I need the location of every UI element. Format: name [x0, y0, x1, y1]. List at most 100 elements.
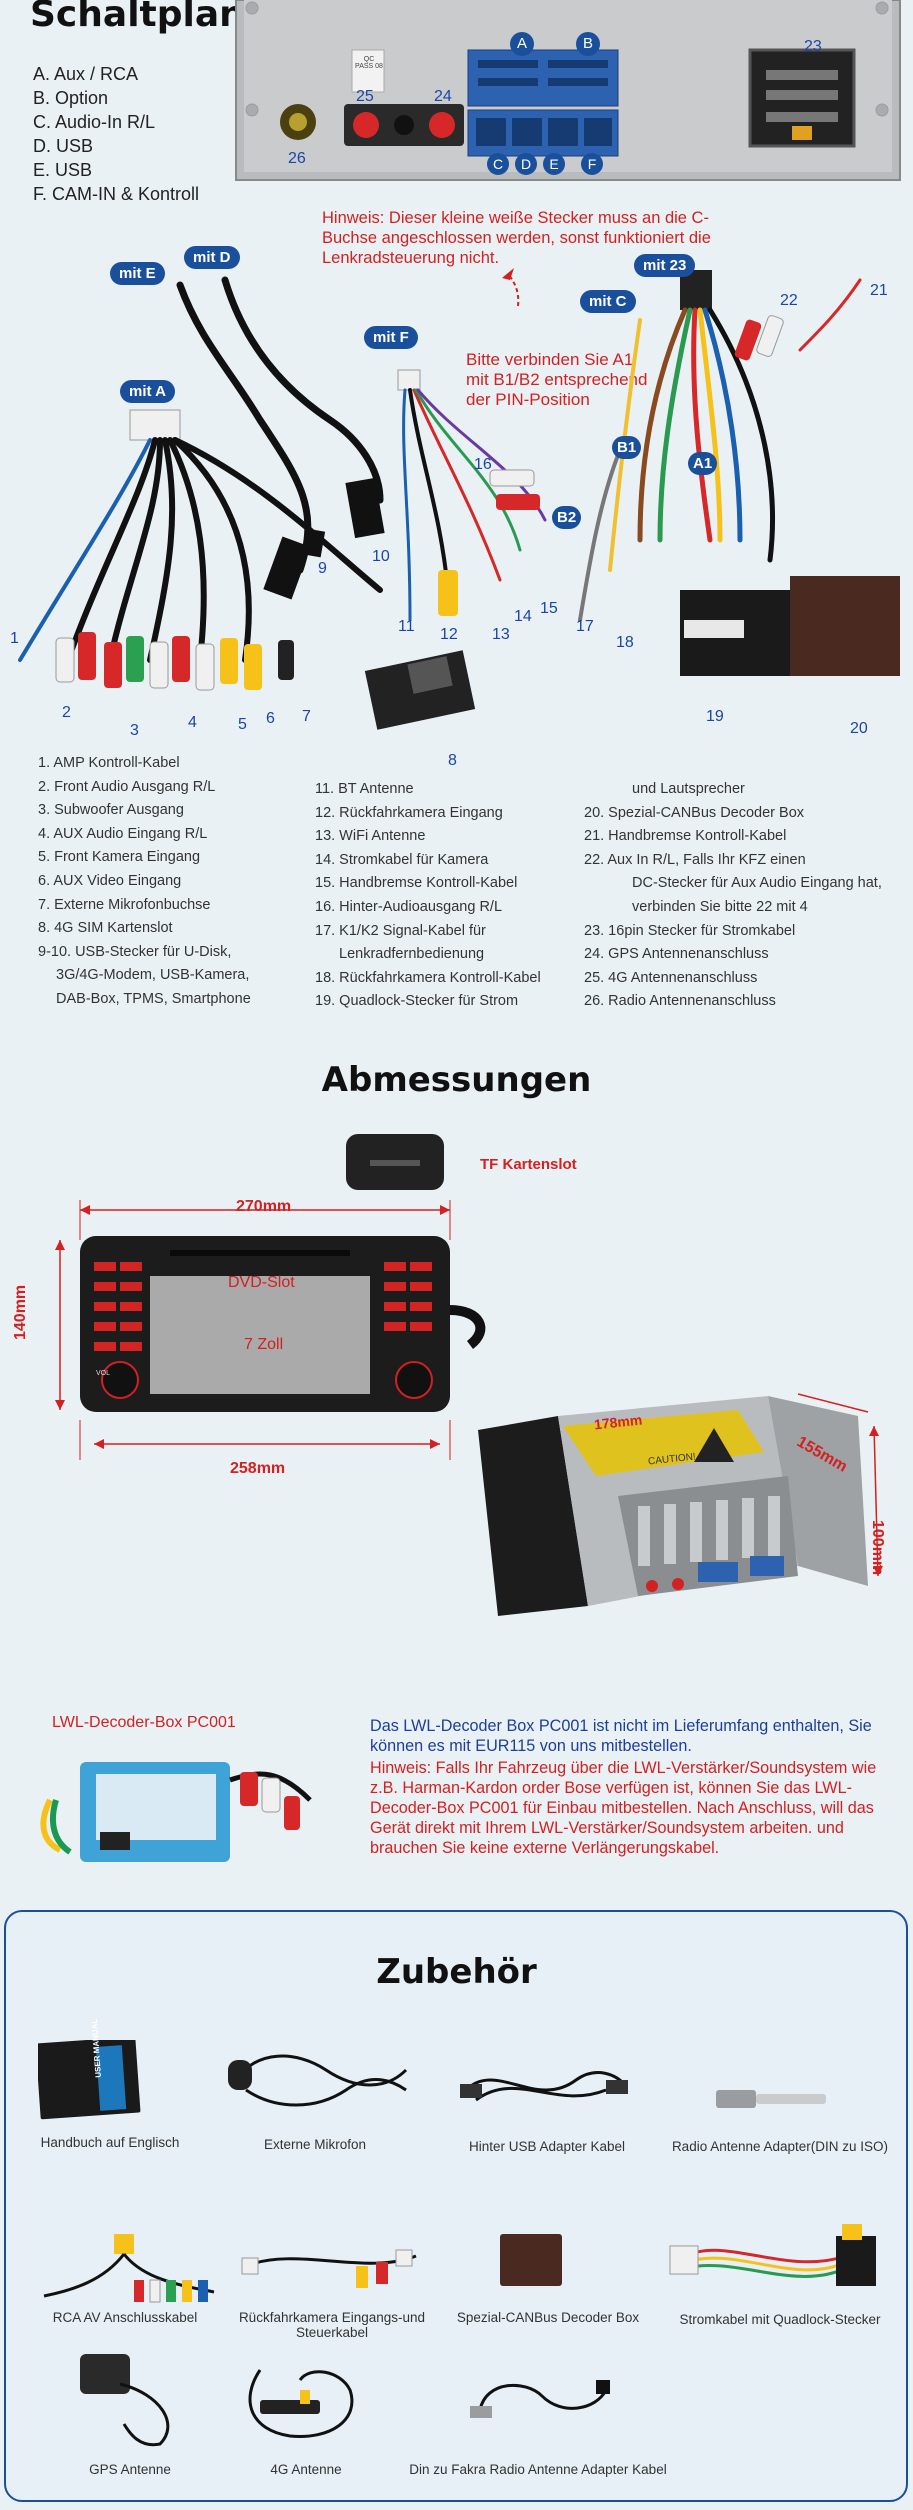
legend-column-3: und Lautsprecher 20. Spezial-CANBus Deco… — [584, 778, 882, 1014]
screen-size-label: 7 Zoll — [244, 1336, 284, 1353]
pin-a1: A1 — [688, 452, 718, 475]
panel-badge-d: D — [515, 153, 537, 175]
zubehoer-panel — [4, 1910, 908, 2502]
cable-number-19: 19 — [706, 708, 724, 725]
accessory-4g-label: 4G Antenne — [270, 2462, 342, 2477]
legend-item: 3G/4G-Modem, USB-Kamera, — [56, 967, 250, 984]
decoder-info: Das LWL-Decoder Box PC001 ist nicht im L… — [370, 1717, 872, 1755]
legend-item: 18. Rückfahrkamera Kontroll-Kabel — [315, 969, 541, 986]
cable-number-9: 9 — [318, 560, 327, 577]
legend-item: 12. Rückfahrkamera Eingang — [315, 804, 503, 821]
accessory-usb-adapter-label: Hinter USB Adapter Kabel — [468, 2139, 626, 2154]
connector-b: B. Option — [33, 88, 109, 108]
zubehoer-title: Zubehör — [376, 1952, 537, 1992]
legend-item: 5. Front Kamera Eingang — [38, 849, 201, 866]
gps-antenna-image — [80, 2354, 170, 2447]
cable-number-18: 18 — [616, 634, 634, 651]
legend-item: 26. Radio Antennenanschluss — [584, 993, 776, 1010]
tf-card-slot-image — [346, 1134, 444, 1190]
cable-number-1: 1 — [10, 630, 19, 647]
connector-e: E. USB — [33, 160, 93, 180]
panel-badge-a: A — [510, 32, 534, 56]
microphone-image — [228, 2054, 408, 2107]
legend-column-2: 11. BT Antenne 12. Rückfahrkamera Eingan… — [315, 778, 541, 1014]
cable-number-12: 12 — [440, 626, 458, 643]
side-dimension-image — [478, 1393, 883, 1616]
cable-number-10: 10 — [372, 548, 390, 565]
legend-item: 8. 4G SIM Kartenslot — [38, 920, 173, 937]
legend-item: 13. WiFi Antenne — [315, 828, 426, 845]
legend-item: Lenkradfernbedienung — [339, 946, 485, 963]
panel-label-24: 24 — [434, 88, 452, 105]
tf-card-slot-label: TF Kartenslot — [480, 1156, 577, 1173]
connector-d: D. USB — [33, 136, 94, 156]
legend-item: verbinden Sie bitte 22 mit 4 — [632, 898, 808, 915]
cable-number-4: 4 — [188, 714, 197, 731]
legend-item: 11. BT Antenne — [315, 781, 414, 797]
connector-a: A. Aux / RCA — [33, 64, 139, 84]
qc-pass-label: QC PASS 08 — [355, 56, 383, 70]
legend-item: 23. 16pin Stecker für Stromkabel — [584, 922, 796, 939]
legend-item: 9-10. USB-Stecker für U-Disk, — [38, 943, 232, 960]
bubble-mit-23: mit 23 — [634, 254, 696, 277]
4g-antenna-image — [248, 2369, 354, 2439]
rca-av-cable-image — [43, 2234, 215, 2303]
panel-badge-c: C — [487, 153, 509, 175]
accessory-din-fakra-label: Din zu Fakra Radio Antenne Adapter Kabel — [409, 2462, 667, 2477]
manual-image — [38, 2040, 141, 2120]
vol-label: VOL — [96, 1370, 111, 1377]
rear-camera-cable-image — [241, 2249, 417, 2288]
legend-item: 14. Stromkabel für Kamera — [315, 851, 489, 868]
legend-item: 20. Spezial-CANBus Decoder Box — [584, 804, 805, 821]
legend-item: 17. K1/K2 Signal-Kabel für — [315, 922, 486, 939]
connector-list: A. Aux / RCA B. Option C. Audio-In R/L D… — [33, 62, 199, 206]
legend-item: 19. Quadlock-Stecker für Strom — [315, 993, 519, 1010]
legend-item: 21. Handbremse Kontroll-Kabel — [584, 828, 787, 845]
cable-number-11: 11 — [398, 618, 415, 635]
legend-item: 16. Hinter-Audioausgang R/L — [315, 898, 503, 915]
cable-number-7: 7 — [302, 708, 311, 725]
decoder-box-label: LWL-Decoder-Box PC001 — [52, 1714, 236, 1731]
cable-number-15: 15 — [540, 600, 558, 617]
din-fakra-adapter-image — [470, 2380, 610, 2418]
accessory-rear-camera-label: Rückfahrkamera Eingangs-und Steuerkabel — [238, 2310, 426, 2340]
connector-c: C. Audio-In R/L — [33, 112, 156, 132]
legend-item: 22. Aux In R/L, Falls Ihr KFZ einen — [584, 851, 806, 868]
abmessungen-title: Abmessungen — [321, 1060, 592, 1100]
panel-label-23: 23 — [804, 38, 822, 55]
bubble-mit-a: mit A — [120, 380, 175, 403]
bubble-mit-e: mit E — [110, 262, 165, 285]
width-bottom-label: 258mm — [230, 1460, 286, 1477]
cable-number-5: 5 — [238, 716, 247, 733]
decoder-hint: Hinweis: Falls Ihr Fahrzeug über die LWL… — [370, 1759, 877, 1857]
accessory-manual-label: Handbuch auf Englisch — [40, 2135, 180, 2150]
cable-number-20: 20 — [850, 720, 868, 737]
height-label: 140mm — [12, 1284, 29, 1340]
cable-number-21: 21 — [870, 282, 888, 299]
legend-item: und Lautsprecher — [632, 781, 745, 797]
legend-item: DC-Stecker für Aux Audio Eingang hat, — [632, 875, 882, 892]
cable-number-6: 6 — [266, 710, 275, 727]
legend-item: 1. AMP Kontroll-Kabel — [38, 755, 180, 771]
accessory-antenna-adapter-label: Radio Antenne Adapter(DIN zu ISO) — [671, 2139, 889, 2154]
connector-f: F. CAM-IN & Kontroll — [33, 184, 200, 204]
bubble-mit-d: mit D — [184, 246, 240, 269]
hint-connect-pins: Bitte verbinden Sie A1 mit B1/B2 entspre… — [466, 350, 648, 409]
cable-number-14: 14 — [514, 608, 532, 625]
legend-item: 15. Handbremse Kontroll-Kabel — [315, 875, 518, 892]
legend-item: 2. Front Audio Ausgang R/L — [38, 778, 216, 795]
panel-label-26: 26 — [288, 150, 306, 167]
panel-label-25: 25 — [356, 88, 374, 105]
rear-panel-image — [235, 0, 901, 181]
panel-badge-e: E — [543, 153, 565, 175]
cable-number-8: 8 — [448, 752, 457, 769]
hint-arrow-icon — [502, 268, 520, 307]
pin-b2: B2 — [552, 506, 582, 529]
legend-item: 25. 4G Antennenanschluss — [584, 969, 758, 986]
front-dimension-image — [55, 1200, 486, 1460]
legend-item: 24. GPS Antennenanschluss — [584, 946, 769, 963]
bubble-mit-f: mit F — [364, 326, 418, 349]
cable-number-22: 22 — [780, 292, 798, 309]
legend-item: 7. Externe Mikrofonbuchse — [38, 896, 211, 913]
width-top-label: 270mm — [236, 1198, 292, 1215]
